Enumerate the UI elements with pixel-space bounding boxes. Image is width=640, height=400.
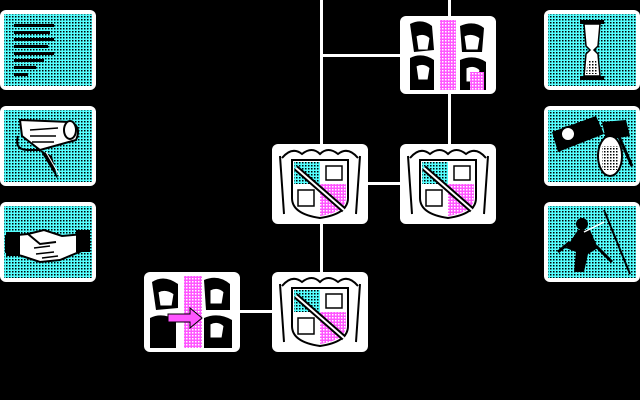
node-crest-bottom[interactable]	[272, 272, 368, 352]
connector-line	[320, 0, 323, 146]
connector-line	[368, 182, 400, 185]
hourglass-icon	[548, 14, 636, 86]
people-icon	[410, 20, 486, 90]
connector-line	[320, 222, 323, 272]
connector-line	[320, 54, 402, 57]
crest-icon	[279, 277, 361, 348]
spy-icon	[548, 110, 636, 182]
crest-icon	[279, 149, 361, 220]
menu-negotiate-button[interactable]	[0, 202, 96, 282]
node-people-top[interactable]	[400, 16, 496, 94]
connector-line	[448, 0, 451, 16]
node-crest-center[interactable]	[272, 144, 368, 224]
menu-statistics-button[interactable]	[0, 10, 96, 90]
crest-icon	[407, 149, 489, 220]
handshake-icon	[4, 206, 92, 278]
soldier-icon	[548, 206, 636, 278]
menu-military-button[interactable]	[544, 202, 640, 282]
menu-documents-button[interactable]	[0, 106, 96, 186]
node-people-arrow[interactable]	[144, 272, 240, 352]
connector-line	[448, 94, 451, 146]
people-arrow-icon	[150, 276, 232, 348]
menu-time-button[interactable]	[544, 10, 640, 90]
scroll-pen-icon	[4, 110, 92, 182]
bar-list-icon	[4, 14, 92, 86]
node-crest-right[interactable]	[400, 144, 496, 224]
connector-line	[240, 310, 272, 313]
menu-spy-button[interactable]	[544, 106, 640, 186]
